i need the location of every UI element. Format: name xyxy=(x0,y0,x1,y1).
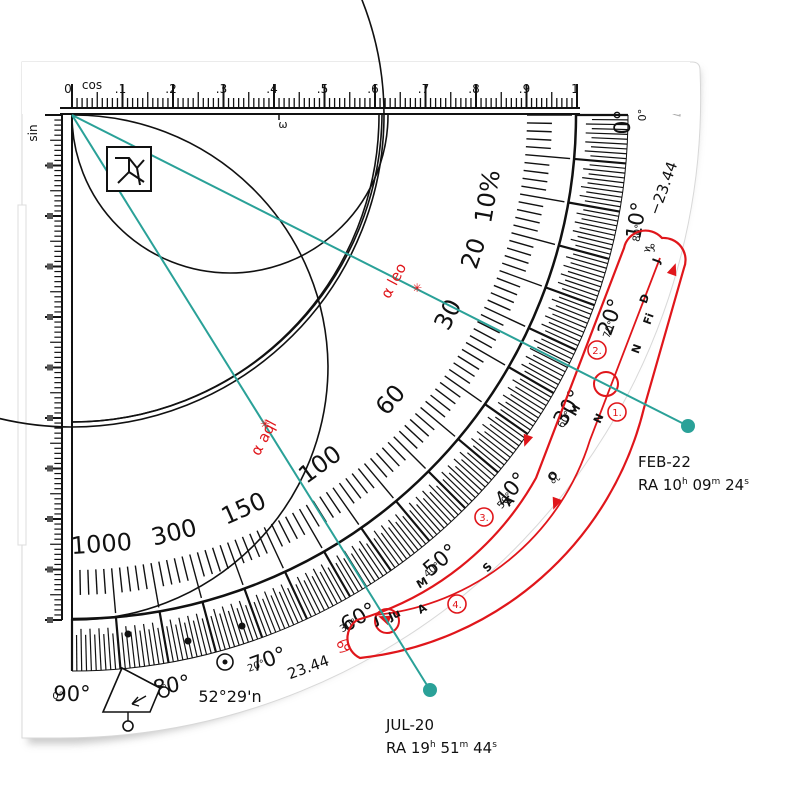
cos-label: cos xyxy=(82,78,102,92)
star-note-feb: FEB-22 RA 10h 09m 24s xyxy=(638,452,749,495)
cos-tick-label: .8 xyxy=(468,82,479,96)
maker-logo xyxy=(107,147,151,191)
scale-dot xyxy=(125,631,132,638)
sin-marker xyxy=(47,314,53,320)
sin-marker xyxy=(47,163,53,169)
inner-scale-tick xyxy=(527,131,552,132)
cos-tick-label: .1 xyxy=(115,82,126,96)
cos-tick-label: .2 xyxy=(165,82,176,96)
omega-label: ω xyxy=(278,118,287,131)
sin-marker xyxy=(47,466,53,472)
scale-dot xyxy=(239,623,246,630)
zenith-sublabel: 0° xyxy=(636,109,649,122)
step-marker-label: 4. xyxy=(452,600,462,611)
sin-label: sin xyxy=(26,124,40,141)
sin-marker xyxy=(47,213,53,219)
altitude-tick xyxy=(81,629,82,671)
sin-marker xyxy=(47,516,53,522)
star-date-feb: FEB-22 xyxy=(638,452,749,472)
ra-minutes: 09 xyxy=(692,476,711,494)
ra-minutes: 51 xyxy=(440,739,459,757)
cos-tick-label: .6 xyxy=(367,82,378,96)
inner-scale-label: 1000 xyxy=(70,528,133,560)
sin-marker xyxy=(47,617,53,623)
sightline-end-aql xyxy=(423,683,437,697)
inner-scale-tick xyxy=(88,570,89,595)
cos-tick-label: .7 xyxy=(418,82,429,96)
step-marker-label: 3. xyxy=(479,513,489,524)
step-marker-label: 2. xyxy=(592,346,602,357)
zenith-label: 0° xyxy=(611,110,636,135)
scale-dot xyxy=(185,638,192,645)
ra-hours: 10 xyxy=(663,476,682,494)
sin-marker xyxy=(47,567,53,573)
star-marker: ✳ xyxy=(412,281,422,295)
star-date-jul: JUL-20 xyxy=(386,715,497,735)
star-ra-jul: RA 19h 51m 44s xyxy=(386,735,497,758)
sun-symbol-icon xyxy=(217,654,233,670)
ra-seconds: 44 xyxy=(473,739,492,757)
star-note-jul: JUL-20 RA 19h 51m 44s xyxy=(386,715,497,758)
sin-marker xyxy=(47,264,53,270)
cos-tick-label: 1 xyxy=(571,82,579,96)
latitude-label: 52°29'n xyxy=(198,687,261,706)
cos-tick-label: .5 xyxy=(317,82,328,96)
altitude-sublabel: 0° xyxy=(52,691,63,702)
cos-tick-label: .9 xyxy=(519,82,530,96)
sin-marker xyxy=(47,415,53,421)
left-tab-top xyxy=(18,205,26,545)
sin-marker xyxy=(47,365,53,371)
ra-hours: 19 xyxy=(411,739,430,757)
cos-tick-label: .3 xyxy=(216,82,227,96)
cos-tick-label: .4 xyxy=(266,82,277,96)
star-ra-feb: RA 10h 09m 24s xyxy=(638,472,749,495)
cos-tick-label: 0 xyxy=(64,82,72,96)
step-marker-label: 1. xyxy=(612,408,622,419)
ra-seconds: 24 xyxy=(725,476,744,494)
sightline-end-leo xyxy=(681,419,695,433)
